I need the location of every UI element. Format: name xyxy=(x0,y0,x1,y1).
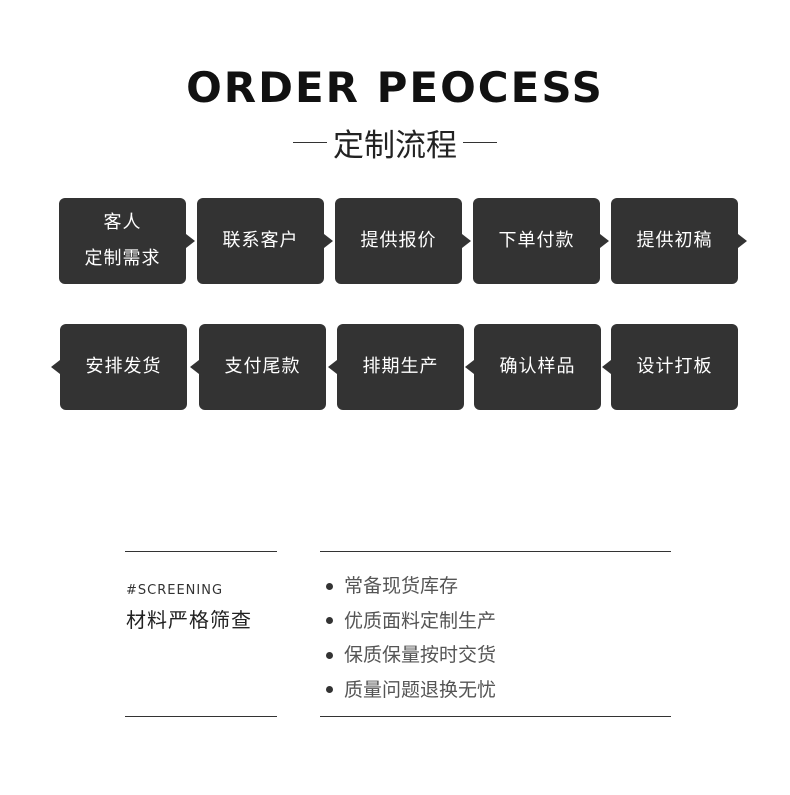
list-item: 优质面料定制生产 xyxy=(326,604,496,639)
title-right-dash xyxy=(463,141,497,143)
feature-text: 常备现货库存 xyxy=(344,575,459,597)
step-label: 下单付款 xyxy=(498,230,575,251)
divider-right-bottom xyxy=(320,716,671,717)
title-english: ORDER PEOCESS xyxy=(186,63,604,112)
list-item: 保质保量按时交货 xyxy=(326,638,496,673)
step-label-line2: 定制需求 xyxy=(84,248,161,269)
arrow-left-icon xyxy=(190,360,199,374)
list-item: 质量问题退换无忧 xyxy=(326,673,496,708)
step-label: 支付尾款 xyxy=(224,356,301,377)
bullet-dot-icon xyxy=(326,686,333,694)
bullet-dot-icon xyxy=(326,582,333,590)
arrow-left-icon xyxy=(328,360,337,374)
arrow-right-icon xyxy=(738,234,747,248)
feature-text: 质量问题退换无忧 xyxy=(344,678,497,701)
arrow-right-icon xyxy=(186,234,195,248)
step-label: 联系客户 xyxy=(222,230,299,251)
step-final-payment: 支付尾款 xyxy=(190,324,326,410)
step-label: 提供初稿 xyxy=(636,230,713,251)
step-arrange-shipping: 安排发货 xyxy=(51,324,187,410)
step-label: 设计打板 xyxy=(636,356,713,377)
arrow-right-icon xyxy=(462,234,471,248)
divider-left-bottom xyxy=(125,716,277,717)
step-label: 确认样品 xyxy=(499,356,576,377)
title-left-dash xyxy=(293,141,327,143)
title-chinese: 定制流程 xyxy=(333,127,457,164)
step-design-proofing: 设计打板 xyxy=(602,324,738,410)
arrow-left-icon xyxy=(51,360,60,374)
arrow-right-icon xyxy=(600,234,609,248)
step-label: 提供报价 xyxy=(360,230,437,251)
title-chinese-wrap: 定制流程 xyxy=(0,120,790,164)
bullet-dot-icon xyxy=(326,617,333,625)
step-confirm-sample: 确认样品 xyxy=(465,324,601,410)
screening-tag: #SCREENING xyxy=(126,583,224,598)
step-customer-requirements: 客人 定制需求 xyxy=(59,198,195,284)
step-provide-quote: 提供报价 xyxy=(335,198,471,284)
step-schedule-production: 排期生产 xyxy=(328,324,464,410)
step-label: 排期生产 xyxy=(362,356,439,377)
feature-list: 常备现货库存 优质面料定制生产 保质保量按时交货 质量问题退换无忧 xyxy=(326,569,496,707)
arrow-left-icon xyxy=(465,360,474,374)
divider-right-top xyxy=(320,551,671,552)
step-order-payment: 下单付款 xyxy=(473,198,609,284)
screening-title: 材料严格筛查 xyxy=(126,608,252,632)
step-first-draft: 提供初稿 xyxy=(611,198,747,284)
step-label: 安排发货 xyxy=(85,356,162,377)
list-item: 常备现货库存 xyxy=(326,569,496,604)
feature-text: 保质保量按时交货 xyxy=(344,644,497,666)
arrow-right-icon xyxy=(324,234,333,248)
divider-left-top xyxy=(125,551,277,552)
feature-text: 优质面料定制生产 xyxy=(344,609,497,632)
step-label-line1: 客人 xyxy=(103,212,142,233)
arrow-left-icon xyxy=(602,360,611,374)
step-contact-customer: 联系客户 xyxy=(197,198,333,284)
bullet-dot-icon xyxy=(326,651,333,659)
